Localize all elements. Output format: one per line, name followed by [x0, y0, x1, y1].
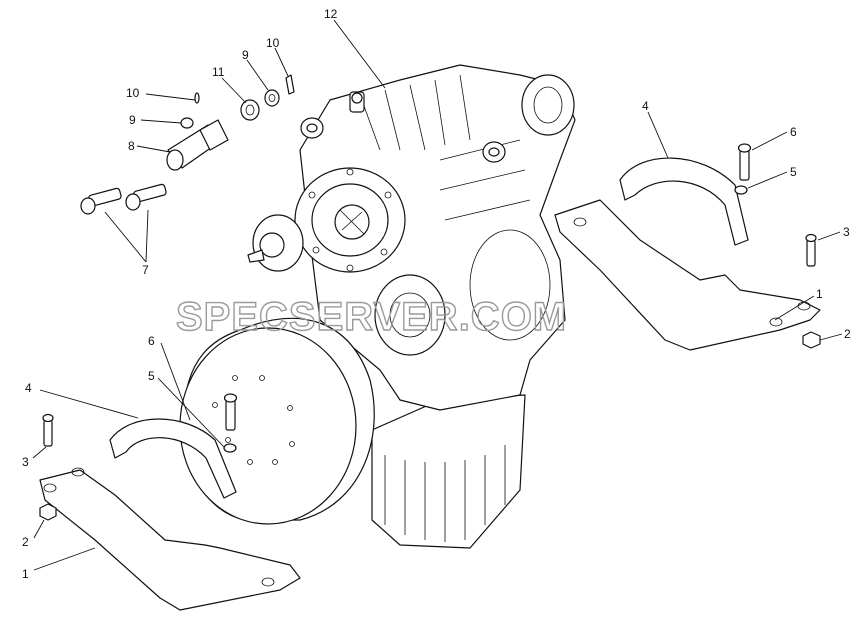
- cotter-pin-10a: [194, 92, 200, 104]
- left-strap-clamp: [109, 418, 237, 499]
- callout-10-left: 10: [126, 86, 140, 100]
- callout-12: 12: [324, 7, 338, 21]
- callout-1-right: 1: [816, 287, 823, 301]
- callout-labels: 12 10 9 11 10 9 8 7 4 6 5 3 1 2 6 5 4 3 …: [22, 7, 851, 581]
- pins-7: [80, 183, 167, 215]
- sleeve-8: [166, 119, 229, 171]
- right-mounting-bracket: [554, 199, 821, 351]
- left-nut-2: [39, 503, 57, 521]
- washer-9a: [180, 117, 194, 129]
- callout-3-left: 3: [22, 455, 29, 469]
- right-bolt-6: [737, 143, 752, 181]
- callout-1-left: 1: [22, 567, 29, 581]
- left-screw-3: [42, 413, 54, 447]
- watermark: SPECSERVER.COM: [176, 295, 567, 339]
- cotter-pin-10b: [285, 74, 295, 95]
- left-bolt-6: [223, 393, 238, 431]
- callout-3-right: 3: [843, 225, 850, 239]
- bushing-11: [240, 99, 260, 121]
- left-washer-5: [223, 443, 237, 453]
- right-strap-clamp: [619, 157, 749, 246]
- washer-9b: [264, 89, 280, 107]
- callout-4-right: 4: [642, 99, 649, 113]
- callout-6-left: 6: [148, 334, 155, 348]
- callout-5-left: 5: [148, 369, 155, 383]
- callout-4-left: 4: [25, 381, 32, 395]
- callout-7: 7: [142, 263, 149, 277]
- callout-6-right: 6: [790, 125, 797, 139]
- left-mounting-bracket: [39, 469, 301, 611]
- callout-9-left: 9: [129, 113, 136, 127]
- callout-2-right: 2: [844, 327, 851, 341]
- right-nut-2: [802, 331, 821, 349]
- callout-2-left: 2: [22, 535, 29, 549]
- callout-8: 8: [128, 139, 135, 153]
- right-washer-5: [734, 185, 748, 195]
- callout-5-right: 5: [790, 165, 797, 179]
- callout-9-top: 9: [242, 48, 249, 62]
- leader-lines: [32, 19, 843, 571]
- brake-drum: [179, 317, 375, 525]
- callout-10-top: 10: [266, 36, 280, 50]
- callout-11: 11: [212, 65, 225, 79]
- right-screw-3: [805, 233, 817, 267]
- gearbox-housing: [247, 64, 576, 549]
